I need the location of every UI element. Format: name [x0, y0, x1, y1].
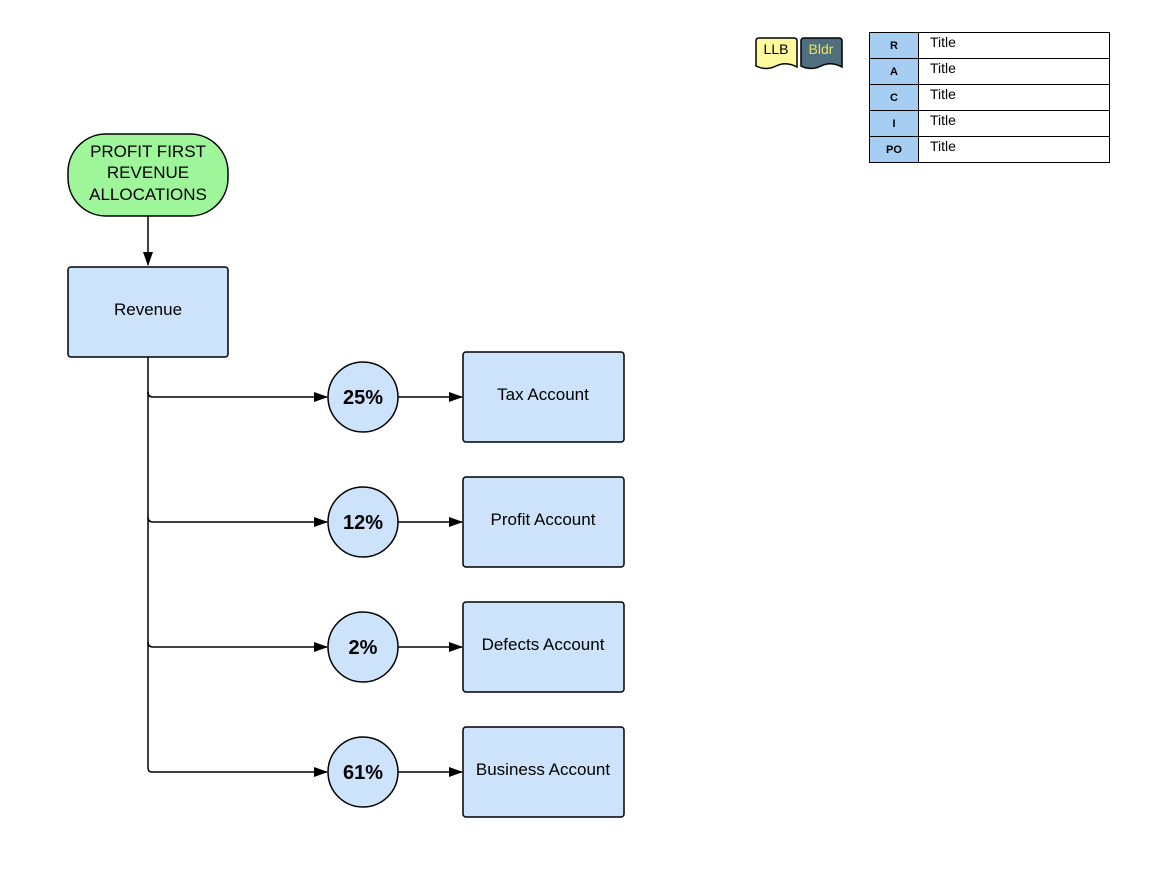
raci-row: R Title [869, 32, 1110, 59]
start-node: PROFIT FIRST REVENUE ALLOCATIONS [67, 133, 229, 217]
llb-badge-label: LLB [764, 41, 789, 57]
start-line-3: ALLOCATIONS [89, 185, 207, 204]
allocation-row: 2% Defects Account [147, 601, 625, 693]
bldr-badge: Bldr [800, 37, 843, 70]
llb-badge: LLB [755, 37, 798, 70]
raci-title: Title [918, 110, 1110, 137]
account-node [462, 601, 625, 693]
raci-title: Title [918, 58, 1110, 85]
start-line-2: REVENUE [107, 163, 189, 182]
allocation-row: 61% Business Account [152, 726, 625, 818]
allocation-row: 12% Profit Account [147, 476, 625, 568]
bldr-badge-label: Bldr [809, 41, 834, 57]
percent-label: 2% [349, 637, 378, 659]
raci-title: Title [918, 32, 1110, 59]
account-label: Business Account [476, 760, 610, 779]
branch-connector [147, 641, 328, 652]
raci-row: I Title [869, 110, 1110, 137]
raci-key: I [869, 110, 919, 137]
raci-row: PO Title [869, 136, 1110, 163]
percent-label: 12% [343, 512, 383, 534]
raci-key: R [869, 32, 919, 59]
trunk-line [147, 357, 153, 773]
start-line-1: PROFIT FIRST [90, 142, 206, 161]
raci-legend-table: R Title A Title C Title I Title PO Title [869, 32, 1110, 163]
account-node [462, 351, 625, 443]
revenue-node: Revenue [67, 266, 229, 358]
account-node [462, 476, 625, 568]
branch-connector [147, 391, 328, 402]
raci-title: Title [918, 136, 1110, 163]
raci-key: A [869, 58, 919, 85]
raci-row: C Title [869, 84, 1110, 111]
account-label: Tax Account [497, 385, 589, 404]
account-label: Defects Account [482, 635, 605, 654]
account-label: Profit Account [491, 510, 596, 529]
allocation-row: 25% Tax Account [147, 351, 625, 443]
raci-row: A Title [869, 58, 1110, 85]
percent-label: 61% [343, 762, 383, 784]
raci-title: Title [918, 84, 1110, 111]
branch-connector [147, 516, 328, 527]
raci-key: PO [869, 136, 919, 163]
raci-key: C [869, 84, 919, 111]
account-node [462, 726, 625, 818]
revenue-label: Revenue [114, 300, 182, 319]
percent-label: 25% [343, 387, 383, 409]
